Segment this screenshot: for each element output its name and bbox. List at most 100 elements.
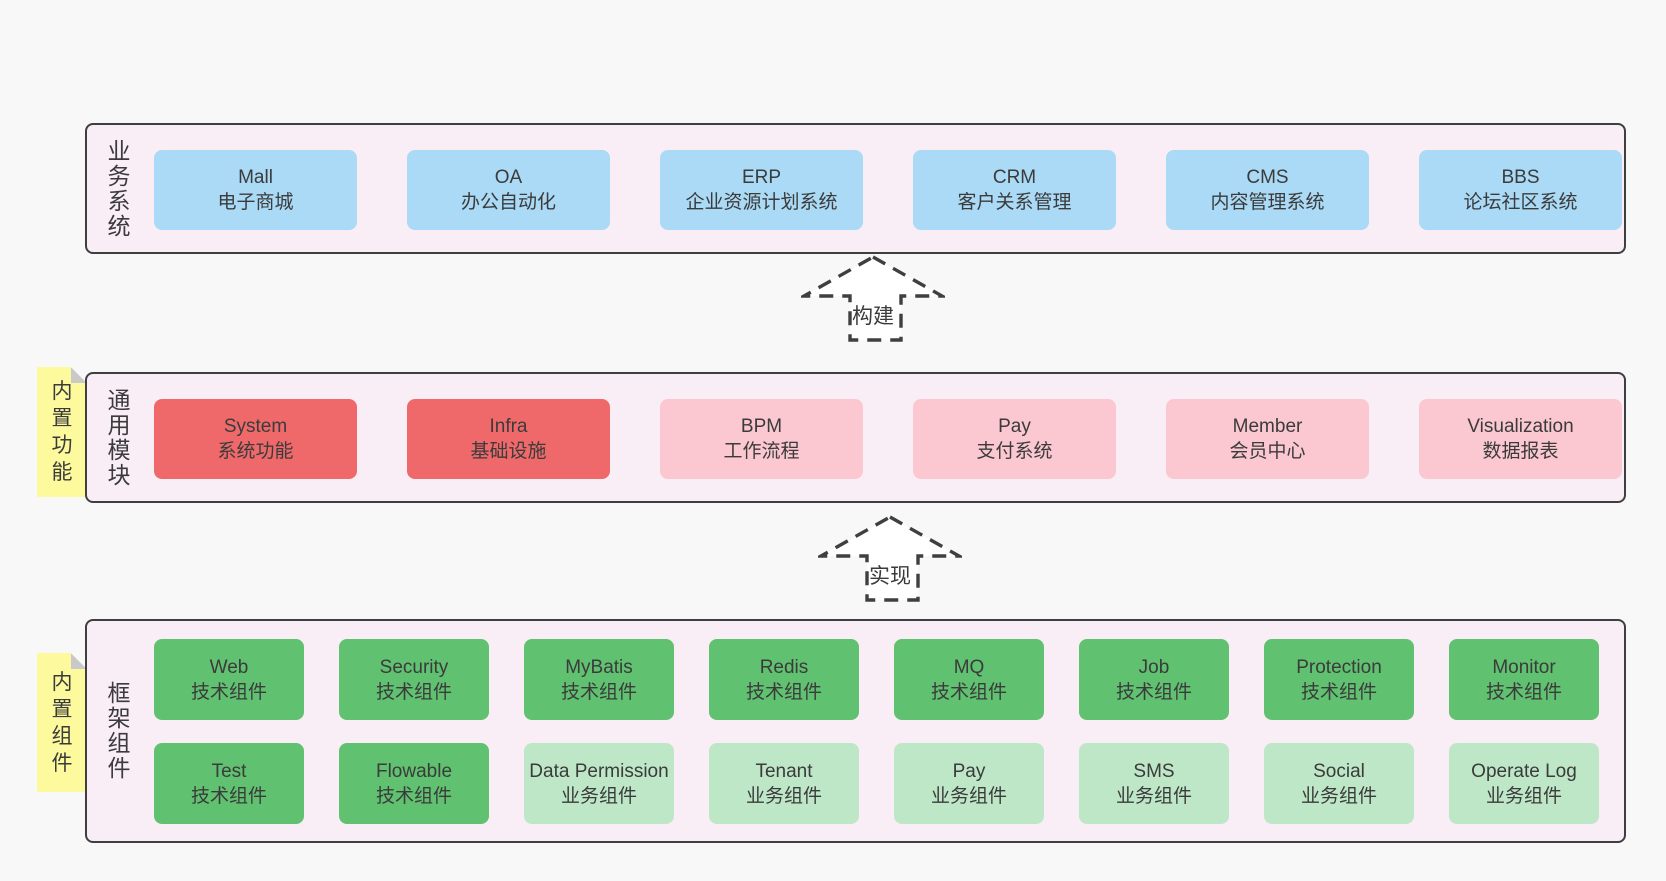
box-subtitle: 系统功能 [217,441,294,462]
box-subtitle: 技术组件 [560,681,637,703]
box-title: System [223,416,288,437]
section-common-modules: 通用模块 System 系统功能 Infra 基础设施 BPM 工作流程 Pay… [85,372,1626,503]
diagram-box-pay-component: Pay 业务组件 [894,743,1044,824]
diagram-box-crm: CRM 客户关系管理 [913,150,1116,230]
box-title: CRM [992,167,1037,188]
box-title: OA [494,167,523,188]
box-subtitle: 技术组件 [190,681,267,703]
diagram-box-mq: MQ 技术组件 [894,639,1044,720]
section-business-systems: 业务系统 Mall 电子商城 OA 办公自动化 ERP 企业资源计划系统 CRM… [85,123,1626,254]
up-arrow-shape [814,515,966,602]
box-subtitle: 会员中心 [1229,441,1306,462]
box-subtitle: 数据报表 [1482,441,1559,462]
common-modules-box-row: System 系统功能 Infra 基础设施 BPM 工作流程 Pay 支付系统… [154,399,1622,479]
diagram-box-oa: OA 办公自动化 [407,150,610,230]
section-framework-components: 框架组件 Web 技术组件 Security 技术组件 MyBatis 技术组件… [85,619,1626,843]
box-title: BBS [1501,167,1540,188]
sticky-note-built-in-features: 内置功能 [37,367,87,497]
diagram-box-sms: SMS 业务组件 [1079,743,1229,824]
dashed-up-arrow-implement: 实现 [814,514,966,611]
diagram-box-cms: CMS 内容管理系统 [1166,150,1369,230]
box-subtitle: 办公自动化 [460,192,556,213]
framework-components-row-2: Test 技术组件 Flowable 技术组件 Data Permission … [154,743,1599,824]
box-title: Operate Log [1471,760,1577,782]
box-subtitle: 业务组件 [1485,785,1562,807]
diagram-box-job: Job 技术组件 [1079,639,1229,720]
box-title: Mall [238,167,273,188]
box-subtitle: 技术组件 [1115,681,1192,703]
diagram-box-tenant: Tenant 业务组件 [709,743,859,824]
diagram-box-protection: Protection 技术组件 [1264,639,1414,720]
framework-components-row-1: Web 技术组件 Security 技术组件 MyBatis 技术组件 Redi… [154,639,1599,720]
box-title: Protection [1296,656,1382,678]
arrow-label: 构建 [852,305,894,328]
diagram-box-bpm: BPM 工作流程 [660,399,863,479]
box-title: Social [1313,760,1365,782]
sticky-note-built-in-components: 内置组件 [37,653,87,792]
box-subtitle: 客户关系管理 [957,192,1072,213]
diagram-box-redis: Redis 技术组件 [709,639,859,720]
box-subtitle: 技术组件 [1300,681,1377,703]
sticky-note-label: 内置组件 [51,670,73,775]
arrow-label: 实现 [869,565,911,588]
section-label-common-modules: 通用模块 [87,374,151,501]
box-title: Pay [952,760,986,782]
box-subtitle: 企业资源计划系统 [685,192,838,213]
box-title: Member [1232,416,1303,437]
diagram-box-pay-system: Pay 支付系统 [913,399,1116,479]
box-title: Monitor [1492,656,1556,678]
diagram-box-flowable: Flowable 技术组件 [339,743,489,824]
box-subtitle: 业务组件 [1300,785,1377,807]
section-label-text: 通用模块 [107,386,131,488]
diagram-box-mall: Mall 电子商城 [154,150,357,230]
folded-corner-icon [71,653,87,669]
box-title: ERP [741,167,782,188]
box-subtitle: 技术组件 [375,785,452,807]
diagram-box-operate-log: Operate Log 业务组件 [1449,743,1599,824]
diagram-box-security: Security 技术组件 [339,639,489,720]
box-subtitle: 支付系统 [976,441,1053,462]
box-title: Job [1138,656,1170,678]
box-subtitle: 业务组件 [560,785,637,807]
box-title: Tenant [755,760,813,782]
box-title: Test [211,760,247,782]
box-title: BPM [740,416,783,437]
box-title: CMS [1246,167,1289,188]
sticky-note-label: 内置功能 [51,380,73,484]
diagram-box-infra: Infra 基础设施 [407,399,610,479]
box-title: Visualization [1467,416,1574,437]
box-subtitle: 技术组件 [930,681,1007,703]
box-title: SMS [1133,760,1175,782]
diagram-box-web: Web 技术组件 [154,639,304,720]
section-label-text: 框架组件 [107,680,131,781]
box-title: Security [379,656,449,678]
diagram-box-test: Test 技术组件 [154,743,304,824]
section-label-framework-components: 框架组件 [87,621,151,841]
box-subtitle: 内容管理系统 [1210,192,1325,213]
box-subtitle: 工作流程 [723,441,800,462]
box-subtitle: 论坛社区系统 [1463,192,1578,213]
diagram-box-social: Social 业务组件 [1264,743,1414,824]
box-subtitle: 技术组件 [375,681,452,703]
diagram-box-data-permission: Data Permission 业务组件 [524,743,674,824]
diagram-box-mybatis: MyBatis 技术组件 [524,639,674,720]
box-title: MQ [953,656,985,678]
box-title: Web [209,656,249,678]
box-title: Pay [998,416,1031,437]
up-arrow-shape [797,255,949,342]
box-subtitle: 技术组件 [1485,681,1562,703]
dashed-up-arrow-build: 构建 [797,254,949,351]
box-title: Flowable [375,760,453,782]
box-subtitle: 业务组件 [745,785,822,807]
section-label-business-systems: 业务系统 [87,125,151,252]
box-title: Data Permission [529,760,669,782]
box-subtitle: 业务组件 [930,785,1007,807]
box-subtitle: 电子商城 [217,192,294,213]
diagram-box-erp: ERP 企业资源计划系统 [660,150,863,230]
section-label-text: 业务系统 [107,137,131,239]
diagram-box-member: Member 会员中心 [1166,399,1369,479]
box-subtitle: 技术组件 [745,681,822,703]
box-subtitle: 业务组件 [1115,785,1192,807]
box-subtitle: 技术组件 [190,785,267,807]
